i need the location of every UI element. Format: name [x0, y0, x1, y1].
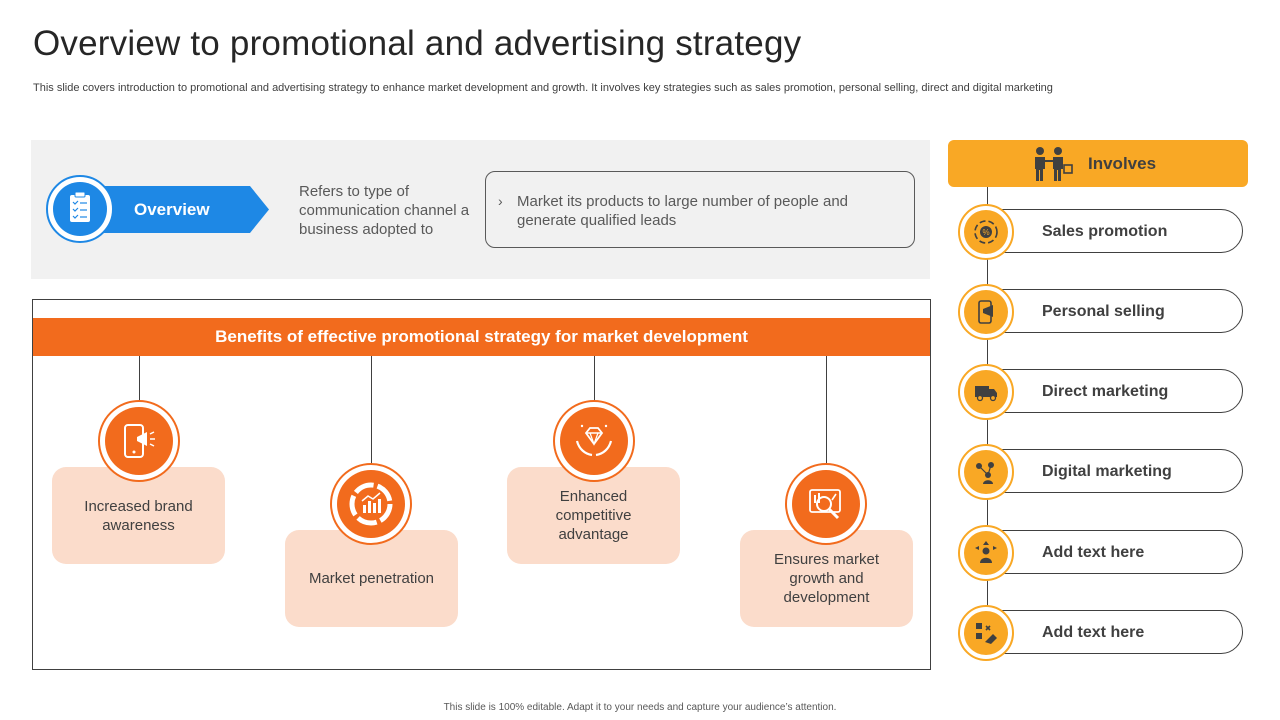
slide-subtitle: This slide covers introduction to promot…: [33, 82, 1053, 94]
involves-item-label: Add text here: [1042, 544, 1145, 561]
involves-item-label: Add text here: [1042, 624, 1145, 641]
diamond-hands-icon: [575, 424, 613, 457]
benefit-card: Market penetration: [285, 530, 458, 627]
two-people-handshake-icon: [1035, 147, 1073, 181]
overview-icon-circle: [46, 175, 114, 243]
overview-description: Refers to type of communication channel …: [299, 183, 470, 238]
benefit-label: Enhanced competitive advantage: [555, 488, 632, 543]
bar-chart-ring-icon: [349, 482, 393, 526]
overview-detail-box: › Market its products to large number of…: [485, 171, 915, 248]
strategy-board-icon: [976, 623, 997, 644]
benefit-icon-circle: [785, 463, 867, 545]
involves-item: Personal selling: [958, 284, 1244, 340]
growth-magnifier-icon: [809, 489, 841, 520]
involves-item: Add text here: [958, 605, 1244, 661]
benefit-icon-circle: [330, 463, 412, 545]
involves-item: Add text here: [958, 525, 1244, 581]
involves-item: Sales promotion %: [958, 204, 1244, 260]
delivery-truck-icon: [975, 386, 997, 402]
discount-cycle-icon: %: [974, 220, 998, 244]
benefit-label: Market penetration: [308, 570, 435, 587]
involves-title: Involves: [1088, 154, 1157, 173]
footer-note: This slide is 100% editable. Adapt it to…: [443, 702, 837, 713]
benefit-icon-circle: [98, 400, 180, 482]
benefit-card: Ensures market growth and development: [740, 530, 913, 627]
phone-megaphone-icon: [978, 300, 993, 324]
connector-line: [826, 356, 827, 466]
involves-item-label: Personal selling: [1042, 303, 1165, 320]
connector-line: [594, 356, 595, 403]
network-people-icon: [976, 462, 994, 484]
svg-text:%: %: [982, 228, 989, 237]
connector-line: [139, 356, 140, 403]
benefit-card: Increased brand awareness: [52, 467, 225, 564]
benefit-label: Ensures market growth and development: [773, 551, 880, 606]
overview-detail-text: Market its products to large number of p…: [517, 193, 849, 229]
benefit-card: Enhanced competitive advantage: [507, 467, 680, 564]
involves-item: Direct marketing: [958, 364, 1244, 420]
involves-item-label: Direct marketing: [1042, 383, 1169, 400]
involves-header: Involves: [948, 140, 1248, 187]
person-arrows-icon: [975, 541, 997, 563]
benefit-label: Increased brand awareness: [84, 497, 193, 534]
connector-line: [371, 356, 372, 466]
clipboard-checklist-icon: [70, 191, 90, 222]
slide-title: Overview to promotional and advertising …: [33, 24, 802, 63]
involves-item-label: Digital marketing: [1042, 463, 1172, 480]
chevron-right-icon: ›: [498, 193, 503, 209]
overview-label: Overview: [134, 200, 210, 219]
benefits-title: Benefits of effective promotional strate…: [33, 318, 930, 356]
mobile-megaphone-icon: [124, 424, 155, 458]
benefit-icon-circle: [553, 400, 635, 482]
involves-item-label: Sales promotion: [1042, 223, 1168, 240]
involves-item: Digital marketing: [958, 444, 1244, 500]
